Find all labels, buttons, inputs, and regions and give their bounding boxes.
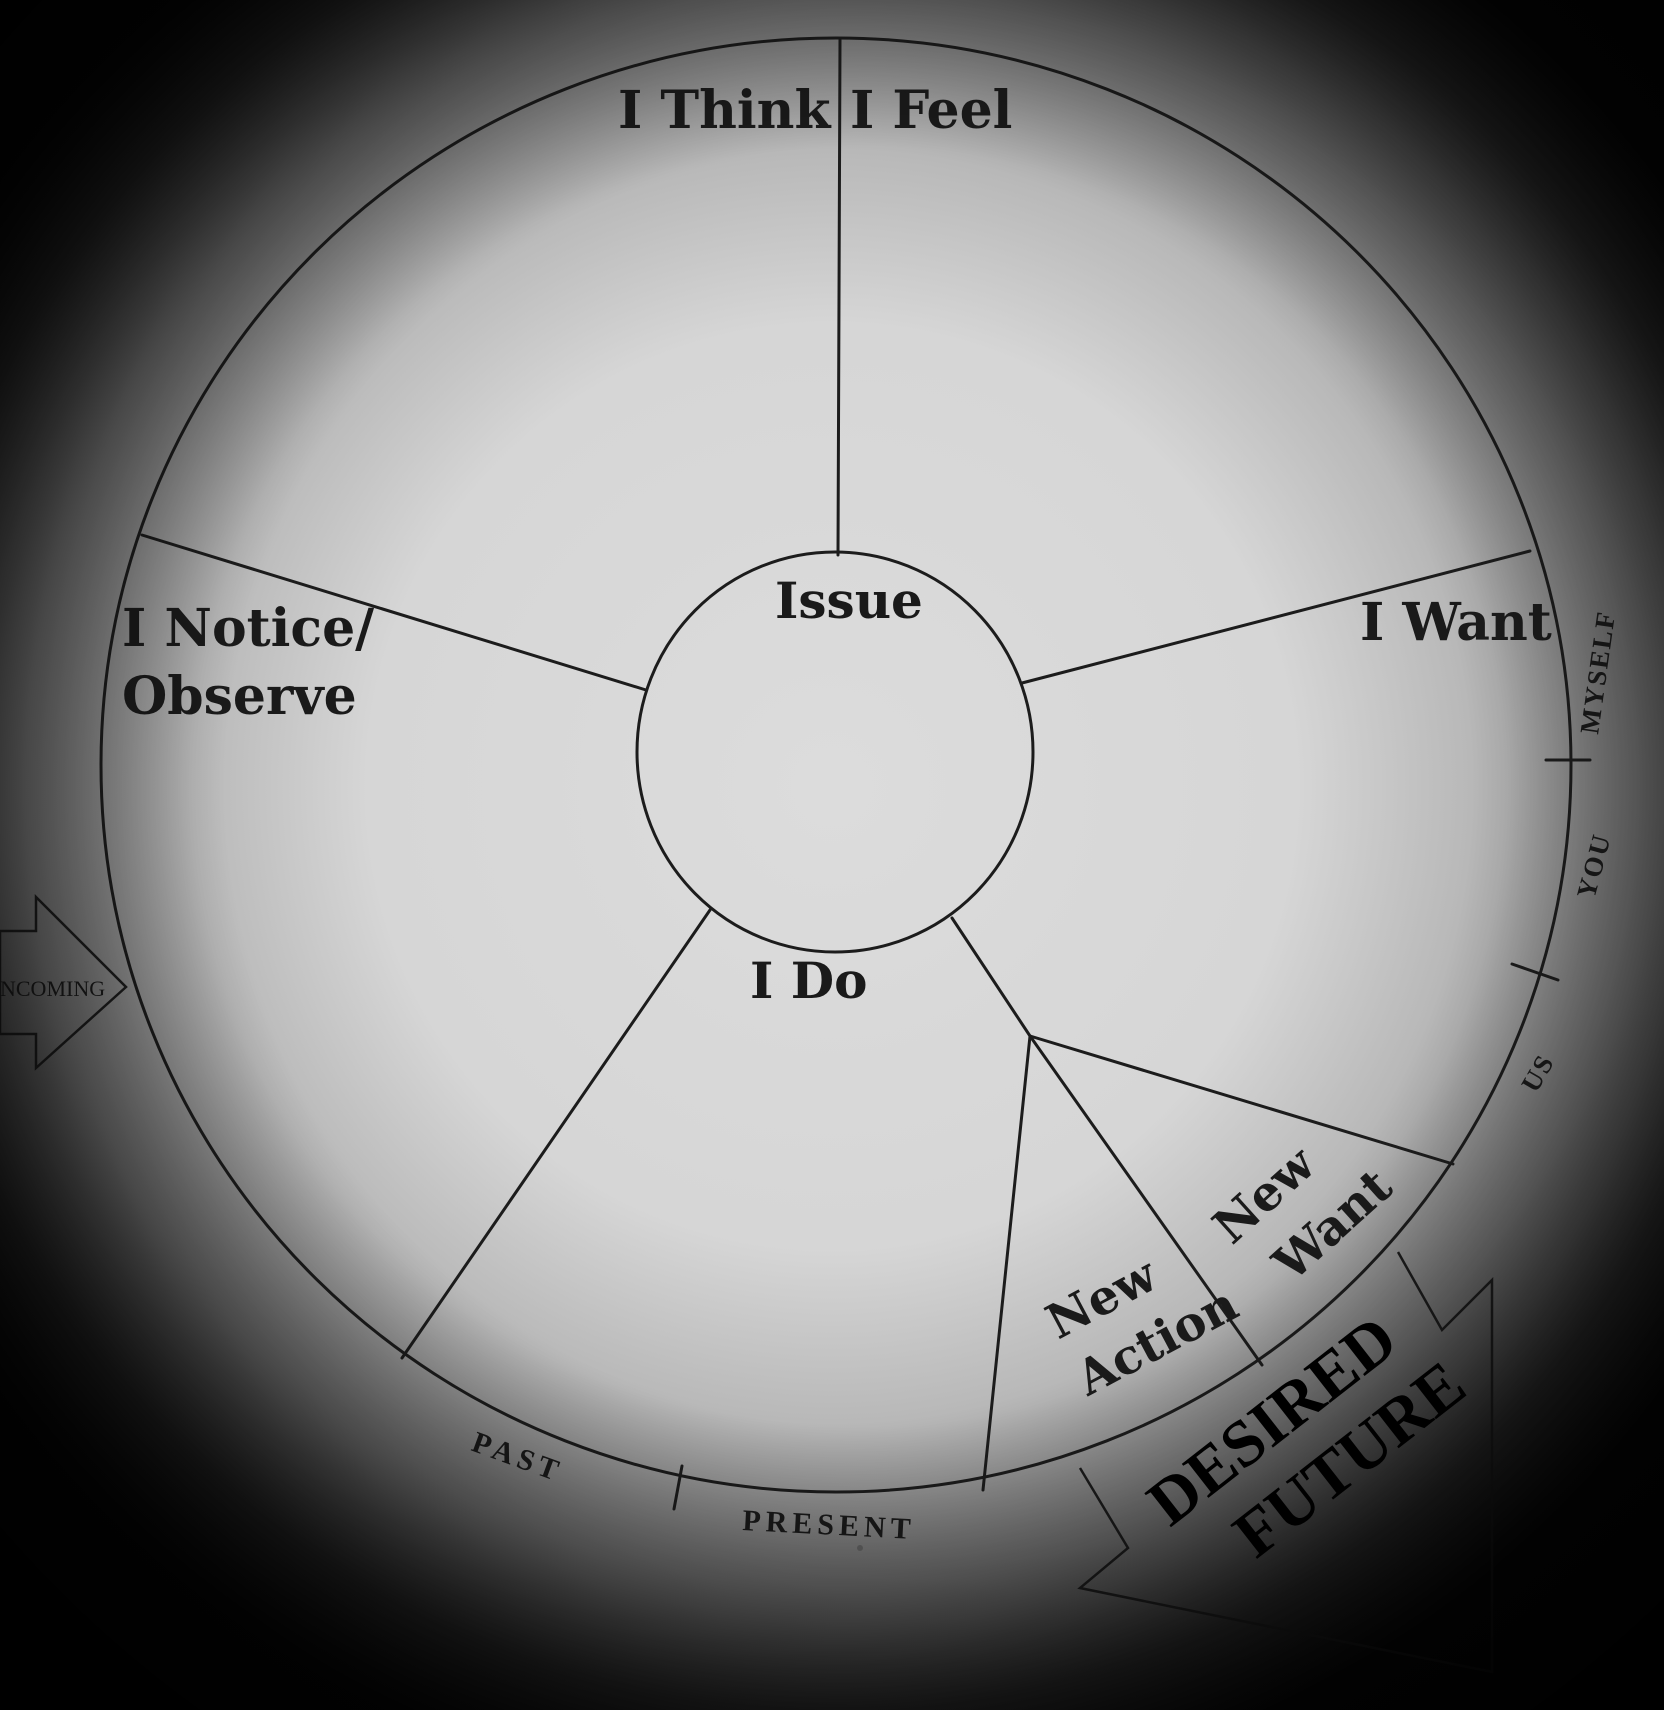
rim-label-you: YOU bbox=[1571, 830, 1617, 902]
divider-newaction-do bbox=[981, 1034, 1032, 1492]
label-new-action-group: New Action bbox=[1037, 1246, 1247, 1408]
rim-label-myself: MYSELF bbox=[1574, 608, 1621, 735]
rim-label-myself-group: MYSELF bbox=[1574, 608, 1621, 735]
label-i-notice: I Notice/ bbox=[122, 598, 374, 659]
print-speck bbox=[857, 1545, 863, 1551]
label-incoming: NCOMING bbox=[0, 976, 105, 1001]
label-i-do: I Do bbox=[750, 951, 868, 1010]
outer-circle bbox=[99, 36, 1573, 1494]
rim-label-you-group: YOU bbox=[1571, 830, 1617, 902]
label-i-think: I Think bbox=[618, 80, 831, 141]
label-i-want: I Want bbox=[1360, 592, 1552, 653]
divider-do-want-inner bbox=[950, 916, 1032, 1038]
label-i-feel: I Feel bbox=[850, 80, 1012, 141]
rim-label-us-group: US bbox=[1515, 1049, 1560, 1097]
label-issue: Issue bbox=[775, 571, 923, 630]
tick-you-us bbox=[1510, 962, 1560, 982]
rim-label-us: US bbox=[1515, 1049, 1560, 1097]
divider-want-newwant bbox=[1028, 1034, 1455, 1166]
label-new-want-group: New Want bbox=[1203, 1135, 1403, 1293]
divider-notice-do bbox=[400, 908, 712, 1360]
label-observe: Observe bbox=[122, 666, 357, 727]
divider-think-feel bbox=[836, 38, 842, 557]
rim-label-present-group: PRESENT bbox=[742, 1504, 917, 1546]
rim-label-present: PRESENT bbox=[742, 1504, 917, 1546]
tick-past-present bbox=[672, 1464, 684, 1511]
